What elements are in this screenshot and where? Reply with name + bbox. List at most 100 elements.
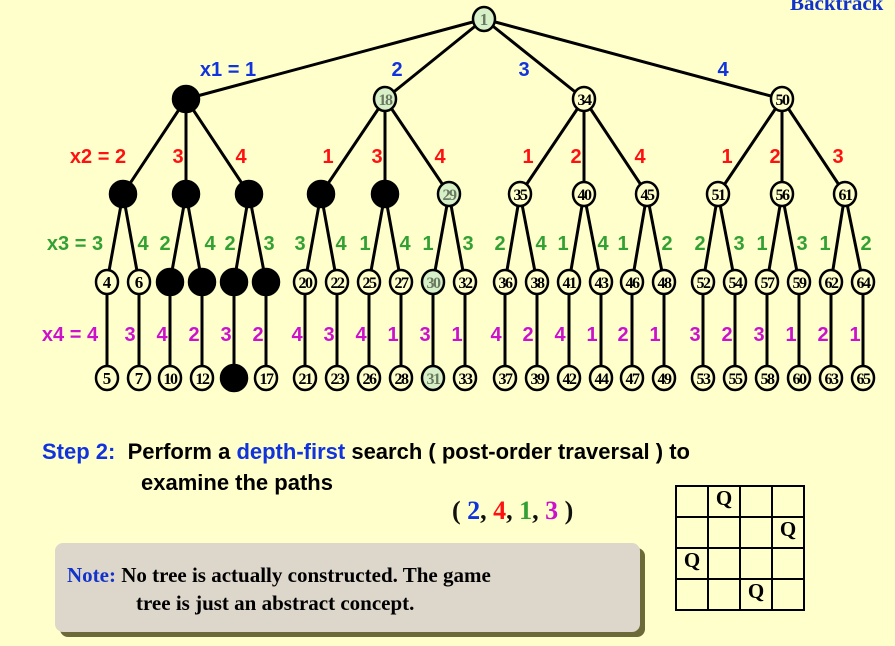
node-label: 55 [729, 371, 744, 388]
tree-node-normal: 21 [292, 364, 318, 392]
edge-label-x4: 1 [451, 324, 462, 346]
tree-node-visited: 18 [372, 85, 398, 113]
node-label: 32 [459, 275, 474, 292]
node-circle [436, 180, 462, 208]
edge-label-x2: 4 [634, 146, 646, 168]
board-cell [675, 516, 709, 549]
edge-label-x4: 4 [156, 324, 168, 346]
node-label: 52 [697, 275, 712, 292]
tree-node-normal: 50 [769, 85, 795, 113]
board-cell [739, 547, 773, 580]
tree-node-normal: 26 [356, 364, 382, 392]
tree-node-normal: 38 [524, 268, 550, 296]
edge-label-x4: 1 [785, 324, 796, 346]
tree-node-normal: 46 [619, 268, 645, 296]
tree-edge [232, 193, 251, 283]
tree-node-visited: 31 [420, 364, 446, 392]
edge-label-x3: 4 [399, 233, 411, 255]
node-circle [651, 364, 677, 392]
edge-label-x2: 1 [721, 146, 732, 168]
edge-label-x4: 2 [617, 324, 628, 346]
tree-node-normal: 43 [588, 268, 614, 296]
edge-label-x3: 1 [422, 233, 433, 255]
tree-node-normal: 56 [769, 180, 795, 208]
node-circle [292, 364, 318, 392]
tuple-x1: 2 [467, 496, 481, 525]
node-label: 44 [595, 371, 610, 388]
tree-edge [780, 98, 847, 195]
node-circle [108, 179, 138, 209]
tree-node-normal: 33 [452, 364, 478, 392]
tuple-x3: 1 [519, 496, 533, 525]
node-circle [292, 268, 318, 296]
node-label: 23 [331, 371, 346, 388]
edge-label-x3: 2 [224, 233, 235, 255]
edge-label-x4: 1 [649, 324, 660, 346]
edge-label-x4: 3 [124, 324, 135, 346]
note-label: Note: [67, 563, 116, 587]
board-row: Q [675, 547, 805, 580]
tree-node-dead [108, 179, 138, 209]
node-label: 22 [331, 275, 346, 292]
tree-node-normal: 22 [324, 268, 350, 296]
tree-node-normal: 6 [126, 268, 152, 296]
edge-label-x3: 3 [462, 233, 473, 255]
edge-label-x2: 2 [769, 146, 780, 168]
step-text-after: search ( post-order traversal ) to [351, 439, 690, 464]
node-label: 50 [776, 92, 791, 109]
edge-label-x3: 2 [860, 233, 871, 255]
node-circle [556, 364, 582, 392]
tree-node-normal: 44 [588, 364, 614, 392]
tree-node-visited: 29 [436, 180, 462, 208]
edge-label-x2: 4 [434, 146, 446, 168]
node-circle [370, 179, 400, 209]
queen-cell: Q [675, 547, 709, 580]
node-label: 30 [427, 275, 442, 292]
node-label: 6 [135, 273, 144, 292]
edge-label-x2: 1 [322, 146, 333, 168]
edge-label-x3: 4 [535, 233, 547, 255]
edge-label-x4: 2 [188, 324, 199, 346]
node-label: 12 [196, 371, 211, 388]
tree-node-normal: 25 [356, 268, 382, 296]
edge-label-x4: 1 [586, 324, 597, 346]
node-circle [324, 364, 350, 392]
node-label: 56 [776, 187, 791, 204]
node-circle [651, 268, 677, 296]
node-circle [452, 268, 478, 296]
tree-edge [367, 193, 387, 283]
board-cell [771, 578, 805, 611]
tree-node-normal: 41 [556, 268, 582, 296]
edge-label-x3: 3 [263, 233, 274, 255]
tree-edge [645, 193, 666, 283]
node-circle [253, 364, 279, 392]
edge-label-x3: 2 [494, 233, 505, 255]
node-circle [356, 268, 382, 296]
board-row: Q [675, 516, 805, 549]
edge-label-x4: 2 [252, 324, 263, 346]
node-label: 29 [443, 187, 458, 204]
tuple-close: ) [564, 496, 574, 525]
tree-node-dead [251, 267, 281, 297]
node-circle [690, 268, 716, 296]
node-circle [722, 364, 748, 392]
queen-cell: Q [739, 578, 773, 611]
edge-label-x2: 2 [570, 146, 581, 168]
edge-label-x3: 4 [204, 233, 216, 255]
tree-node-normal: 17 [253, 364, 279, 392]
edge-label-x4: 1 [387, 324, 398, 346]
tree-node-normal: 47 [619, 364, 645, 392]
node-circle [850, 268, 876, 296]
note-box: Note: No tree is actually constructed. T… [55, 543, 640, 632]
tree-node-visited: 1 [471, 5, 497, 33]
tree-edge [518, 193, 539, 283]
tree-node-dead [219, 363, 249, 393]
tree-edge [121, 98, 188, 195]
node-circle [234, 179, 264, 209]
node-label: 25 [363, 275, 378, 292]
tree-node-normal: 10 [157, 364, 183, 392]
node-label: 59 [793, 275, 808, 292]
node-circle [588, 268, 614, 296]
edge-label-x1: 4 [717, 59, 729, 81]
